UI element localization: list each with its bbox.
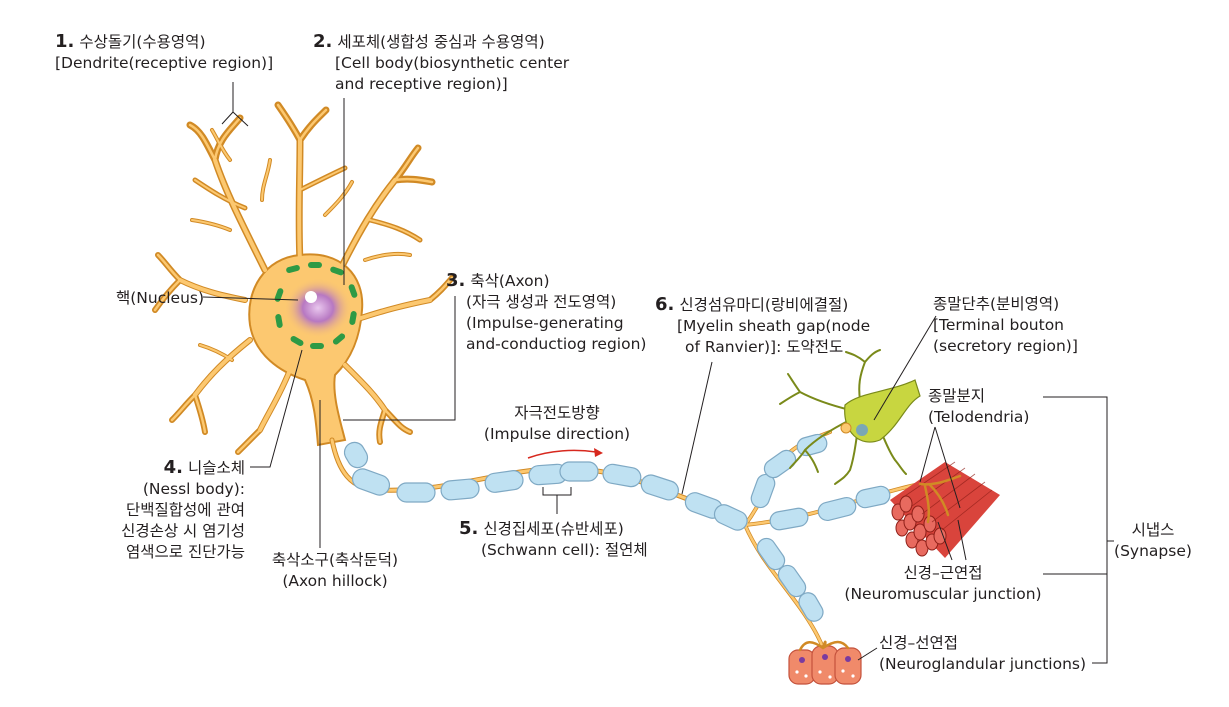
myelin-sheath — [343, 433, 891, 622]
label-neuromuscular: 신경–근연접 (Neuromuscular junction) — [844, 564, 1042, 603]
telodendria — [918, 474, 962, 524]
label-axon: 3. 축삭(Axon) (자극 생성과 전도영역) (Impulse-gener… — [446, 270, 647, 353]
label-nucleus: 핵(Nucleus) — [116, 289, 205, 307]
label-nissl: 4. 니슬소체 (Nessl body): 단백질합성에 관여 신경손상 시 염… — [121, 457, 245, 561]
nucleus — [284, 278, 352, 338]
label-axon-hillock: 축삭소구(축삭둔덕) (Axon hillock) — [271, 551, 399, 590]
label-cell-body: 2. 세포체(생합성 중심과 수용영역) [Cell body(biosynth… — [313, 31, 570, 93]
label-neuroglandular: 신경–선연접 (Neuroglandular junctions) — [879, 634, 1087, 673]
label-myelin-gap: 6. 신경섬유마디(랑비에결절) [Myelin sheath gap(node… — [655, 294, 871, 356]
label-telodendria: 종말분지 (Telodendria) — [928, 387, 1030, 426]
terminal-bouton-upper — [840, 422, 852, 434]
label-dendrite: 1. 수상돌기(수용영역) [Dendrite(receptive region… — [55, 31, 274, 72]
label-terminal-bouton: 종말단추(분비영역) [Terminal bouton (secretory r… — [933, 295, 1078, 355]
nucleolus — [305, 291, 317, 303]
gland-cells — [788, 645, 862, 685]
label-schwann-cell: 5. 신경집세포(슈반세포) (Schwann cell): 절연체 — [459, 518, 648, 559]
label-impulse-direction: 자극전도방향 (Impulse direction) — [483, 404, 631, 443]
receiving-cell — [844, 379, 921, 443]
nissl-bodies — [274, 262, 358, 349]
leader-lines — [202, 82, 1114, 664]
arrowhead-icon — [594, 448, 603, 457]
receiving-cell-nucleus — [856, 424, 868, 436]
impulse-arrow — [527, 449, 597, 459]
label-synapse: 시냅스 (Synapse) — [1114, 521, 1192, 560]
